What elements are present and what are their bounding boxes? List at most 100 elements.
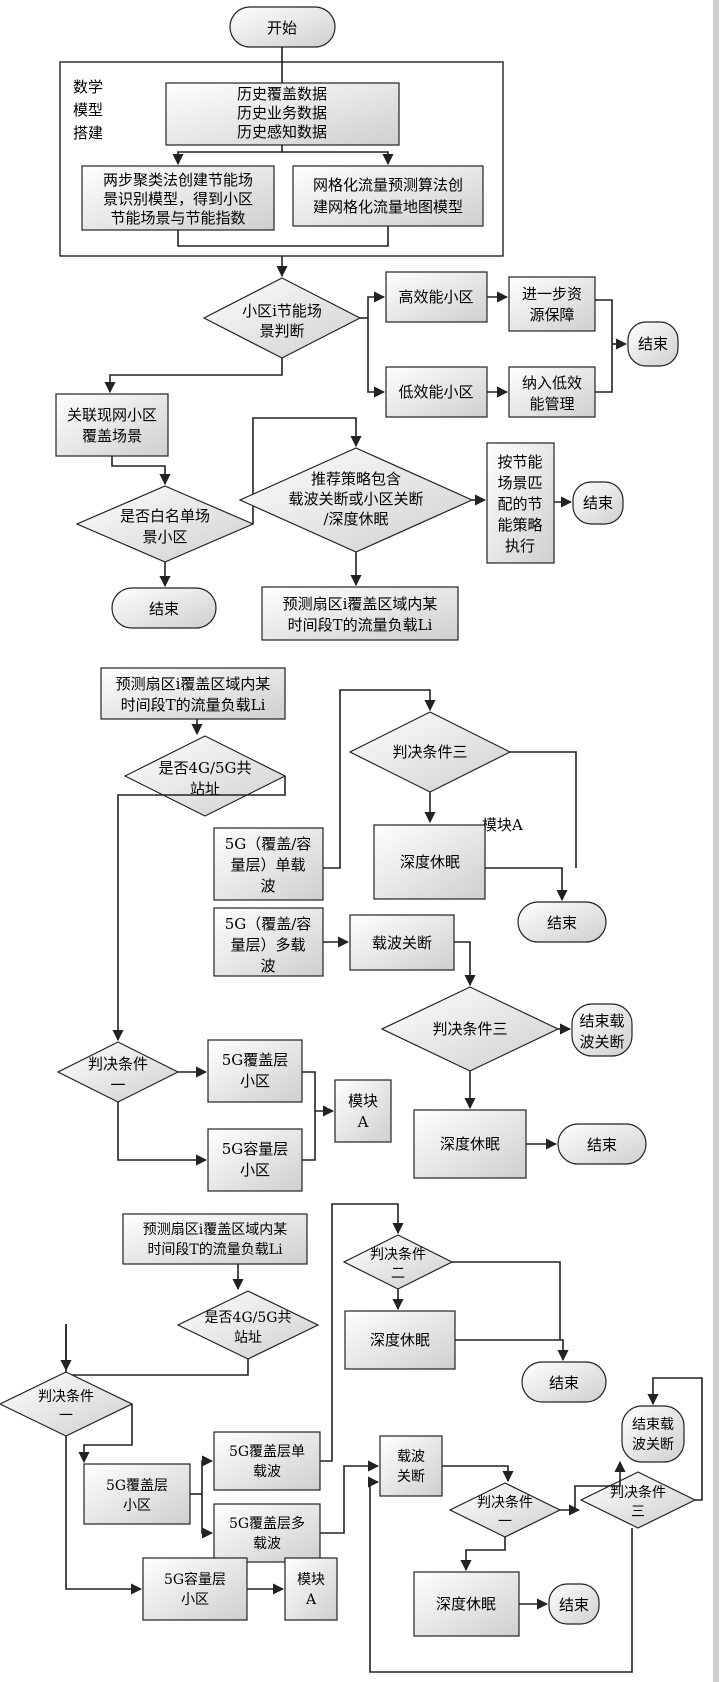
multi-text-3: 波 (260, 957, 275, 975)
module-box-2-text-1: 模块 (348, 1092, 378, 1110)
end-terminal-a (627, 321, 679, 367)
end-terminal-b (111, 587, 217, 629)
linked-scene-box (55, 393, 169, 457)
exec-text-5: 执行 (505, 537, 535, 555)
end-3a-text: 结束 (549, 1374, 579, 1392)
exec-text-1: 按节能 (497, 453, 542, 471)
predict1-text-1: 预测扇区i覆盖区域内某 (283, 595, 438, 613)
line-layers-merge-2 (302, 1071, 316, 1161)
end-c-text: 结束 (583, 494, 613, 512)
arrow-cond3-loop-back (367, 1476, 633, 1673)
module-a-box-3 (284, 1557, 338, 1621)
judge-cell-text-1: 小区i节能场 (242, 302, 322, 320)
grid-text-1: 网格化流量预测算法创 (313, 176, 463, 194)
carrier-off-box-3 (379, 1435, 443, 1497)
end-a-text: 结束 (638, 335, 668, 353)
line-merge-models (177, 226, 389, 247)
end-2b-text: 结束 (587, 1136, 617, 1154)
predict2-text-2: 时间段T的流量负载Li (121, 696, 266, 714)
single-text-3: 波 (260, 877, 275, 895)
carrier-off-3-text-2: 关断 (397, 1469, 425, 1485)
whitelist-text-2: 景小区 (142, 528, 187, 546)
arrow-to-whitelist (111, 456, 171, 486)
model-label-3: 搭建 (73, 124, 103, 142)
cov-multi-3-text-2: 载波 (253, 1536, 281, 1552)
arrow-to-deep-sleep-3b (460, 1537, 506, 1572)
part2-flow: 预测扇区i覆盖区域内某 时间段T的流量负载Li 是否4G/5G共 站址 判决条件… (56, 667, 647, 1192)
cap-layer-box-3 (142, 1557, 248, 1621)
end-carrier-3-text-2: 波关断 (632, 1437, 674, 1453)
cond1-3-text-1: 判决条件 (38, 1388, 94, 1405)
part1-flow: 开始 数学 模型 搭建 历史覆盖数据 历史业务数据 历史感知数据 两步聚类法创建… (55, 6, 679, 641)
arrow-to-cond1b-3 (442, 1465, 514, 1483)
end-terminal-3a (521, 1361, 607, 1403)
cond2-3-text-1: 判决条件 (370, 1246, 426, 1263)
cond3-3-text-1: 判决条件 (610, 1484, 666, 1501)
cov-layer-3-text-1: 5G覆盖层 (106, 1478, 168, 1494)
exec-text-4: 能策略 (497, 516, 542, 534)
cap-layer-2-text-2: 小区 (240, 1161, 270, 1179)
end-terminal-c (572, 481, 624, 525)
line-cond3-right (510, 751, 577, 868)
cluster-text-2: 景识别模型，得到小区 (103, 190, 253, 208)
arrow-cond3-loop-top (647, 1377, 703, 1501)
cond3-mid-text: 判决条件三 (432, 1020, 507, 1038)
end-terminal-2a (517, 901, 607, 943)
resource-box (508, 276, 596, 332)
model-label-1: 数学 (73, 78, 103, 96)
cond3-3-text-2: 三 (631, 1504, 645, 1520)
single-carrier-box (213, 827, 324, 901)
multi-text-2: 量层）多载 (230, 936, 305, 954)
arrow-to-strategy (252, 417, 362, 524)
module-a-label: 模块A (482, 816, 523, 834)
exec-strategy-box (486, 442, 555, 564)
exec-text-2: 场景匹 (497, 474, 542, 492)
grid-model-box (292, 165, 484, 227)
cap-layer-2-text-1: 5G容量层 (222, 1140, 289, 1158)
arrow-to-end-carrier-3 (574, 1460, 626, 1510)
linked-scene-text-1: 关联现网小区 (67, 406, 157, 424)
predict3-text-2: 时间段T的流量负载Li (147, 1242, 283, 1258)
line-merge-ends (595, 299, 613, 393)
strategy-text-2: 载波关断或小区关断 (288, 490, 423, 508)
arrow-single-to-cond2 (320, 1203, 404, 1462)
predict3-text-1: 预测扇区i覆盖区域内某 (143, 1222, 287, 1238)
module-box-3-text-2: A (305, 1592, 317, 1608)
arrow-to-cov-layer-3 (78, 1404, 133, 1464)
cap-layer-3-text-2: 小区 (181, 1592, 209, 1608)
end-2a-text: 结束 (547, 914, 577, 932)
line-cond2-right (452, 1261, 561, 1340)
predict-box-1 (261, 586, 459, 641)
arrow-multi-to-carrier-off (320, 1460, 380, 1534)
coloc2-text-2: 站址 (190, 780, 220, 798)
cluster-text-1: 两步聚类法创建节能场 (103, 171, 253, 189)
cluster-text-3: 节能场景与节能指数 (110, 209, 245, 227)
arrow-single-cond3 (323, 689, 436, 869)
low-mgmt-text-1: 纳入低效 (522, 374, 582, 392)
deep-sleep-box-a (373, 824, 486, 900)
end-b-text: 结束 (149, 600, 179, 618)
cov-multi-3-text-1: 5G覆盖层多 (229, 1515, 305, 1532)
arrow-to-cap-layer-3 (65, 1436, 143, 1595)
exec-text-3: 配的节 (497, 495, 542, 513)
history-data-box (165, 82, 400, 146)
grid-text-2: 建网格化流量地图模型 (313, 198, 463, 216)
cond1-2-text-1: 判决条件 (88, 1055, 148, 1073)
end-carrier-2-text-2: 波关断 (579, 1033, 624, 1051)
cond1b-3-text-2: 一 (498, 1514, 512, 1530)
arrow-history-cluster (172, 145, 283, 166)
judge-cell-text-2: 景判断 (259, 322, 304, 340)
resource-text-2: 源保障 (529, 306, 574, 324)
coloc3-text-2: 站址 (234, 1330, 262, 1346)
history-business: 历史业务数据 (237, 104, 327, 122)
module-box-3-text-1: 模块 (297, 1572, 325, 1588)
arrow-to-cov-single (201, 1455, 214, 1494)
multi-text-1: 5G（覆盖/容 (225, 915, 312, 933)
low-mgmt-text-2: 能管理 (529, 395, 574, 413)
history-coverage: 历史覆盖数据 (237, 85, 327, 103)
arrow-to-cov-multi (201, 1494, 214, 1539)
arrow-to-cond3-mid (454, 941, 476, 987)
strategy-text-1: 推荐策略包含 (311, 470, 401, 488)
cov-single-box-3 (213, 1431, 321, 1491)
